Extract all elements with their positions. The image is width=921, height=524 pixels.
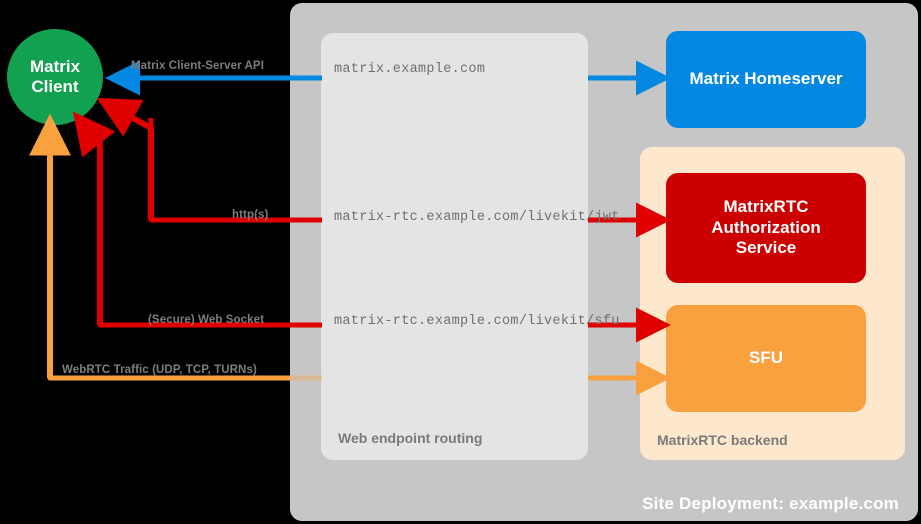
endpoint-jwt: matrix-rtc.example.com/livekit/jwt	[334, 210, 620, 225]
node-matrixrtc-authorization-service[interactable]: MatrixRTC Authorization Service	[666, 173, 866, 283]
edge-label-client-server-api: Matrix Client-Server API	[131, 60, 264, 72]
node-matrix-homeserver-label: Matrix Homeserver	[689, 69, 843, 89]
node-sfu[interactable]: SFU	[666, 305, 866, 412]
endpoint-homeserver: matrix.example.com	[334, 62, 486, 77]
web-endpoint-routing-label: Web endpoint routing	[338, 430, 483, 446]
edge-secure-web-socket	[72, 111, 672, 343]
web-endpoint-routing-container: Web endpoint routing	[321, 33, 588, 460]
edge-https-jwt	[96, 97, 672, 238]
edge-label-https: http(s)	[232, 209, 269, 221]
node-sfu-label: SFU	[749, 348, 783, 368]
node-matrix-client[interactable]: Matrix Client	[7, 29, 103, 125]
auth-line2: Authorization	[711, 217, 821, 237]
edge-label-webrtc-traffic: WebRTC Traffic (UDP, TCP, TURNs)	[62, 364, 257, 376]
node-matrixrtc-authorization-service-label: MatrixRTC Authorization Service	[711, 197, 821, 259]
node-matrix-homeserver[interactable]: Matrix Homeserver	[666, 31, 866, 128]
matrixrtc-backend-label: MatrixRTC backend	[657, 432, 788, 448]
auth-line3: Service	[735, 238, 797, 258]
auth-line1: MatrixRTC	[723, 196, 809, 216]
node-matrix-client-label: Matrix Client	[30, 57, 80, 98]
site-deployment-label: Site Deployment: example.com	[642, 494, 899, 513]
node-matrix-client-line1: Matrix	[29, 56, 81, 76]
node-matrix-client-line2: Client	[31, 77, 79, 96]
endpoint-sfu: matrix-rtc.example.com/livekit/sfu	[334, 314, 620, 329]
edge-webrtc-traffic	[28, 113, 672, 396]
edge-label-secure-web-socket: (Secure) Web Socket	[148, 314, 265, 326]
